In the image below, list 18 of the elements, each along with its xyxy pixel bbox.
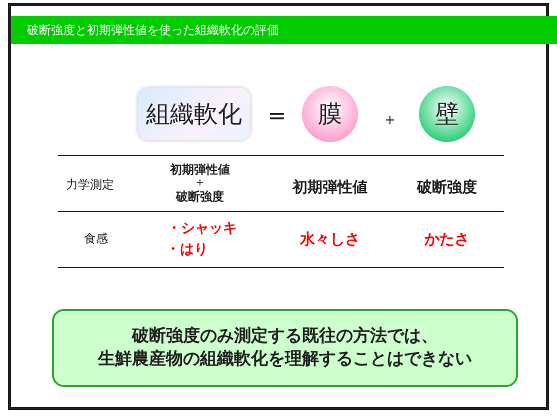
plus-sign: + (384, 114, 396, 128)
conclusion-box: 破断強度のみ測定する既往の方法では、 生鮮農産物の組織軟化を理解することはできない (52, 309, 518, 387)
term-circle: 膜 (302, 86, 358, 142)
row-header: 食感 (84, 232, 108, 246)
table-cell: ・はり (166, 242, 208, 258)
slide-title: 破断強度と初期弾性値を使った組織軟化の評価 (27, 22, 279, 39)
table-cell: 水々しさ (300, 230, 360, 248)
plus-sign: + (196, 178, 204, 188)
term-circle: 壁 (419, 86, 475, 142)
column-header: 破断強度 (417, 178, 477, 196)
equals-sign: = (268, 104, 286, 130)
row-header: 力学測定 (66, 178, 114, 192)
column-header: 破断強度 (176, 190, 224, 204)
term-box: 組織軟化 (138, 88, 250, 140)
column-header: 初期弾性値 (170, 163, 230, 177)
table-cell: かたさ (424, 230, 470, 248)
column-header: 初期弾性値 (292, 178, 368, 196)
table-cell: ・シャッキ (167, 221, 237, 237)
